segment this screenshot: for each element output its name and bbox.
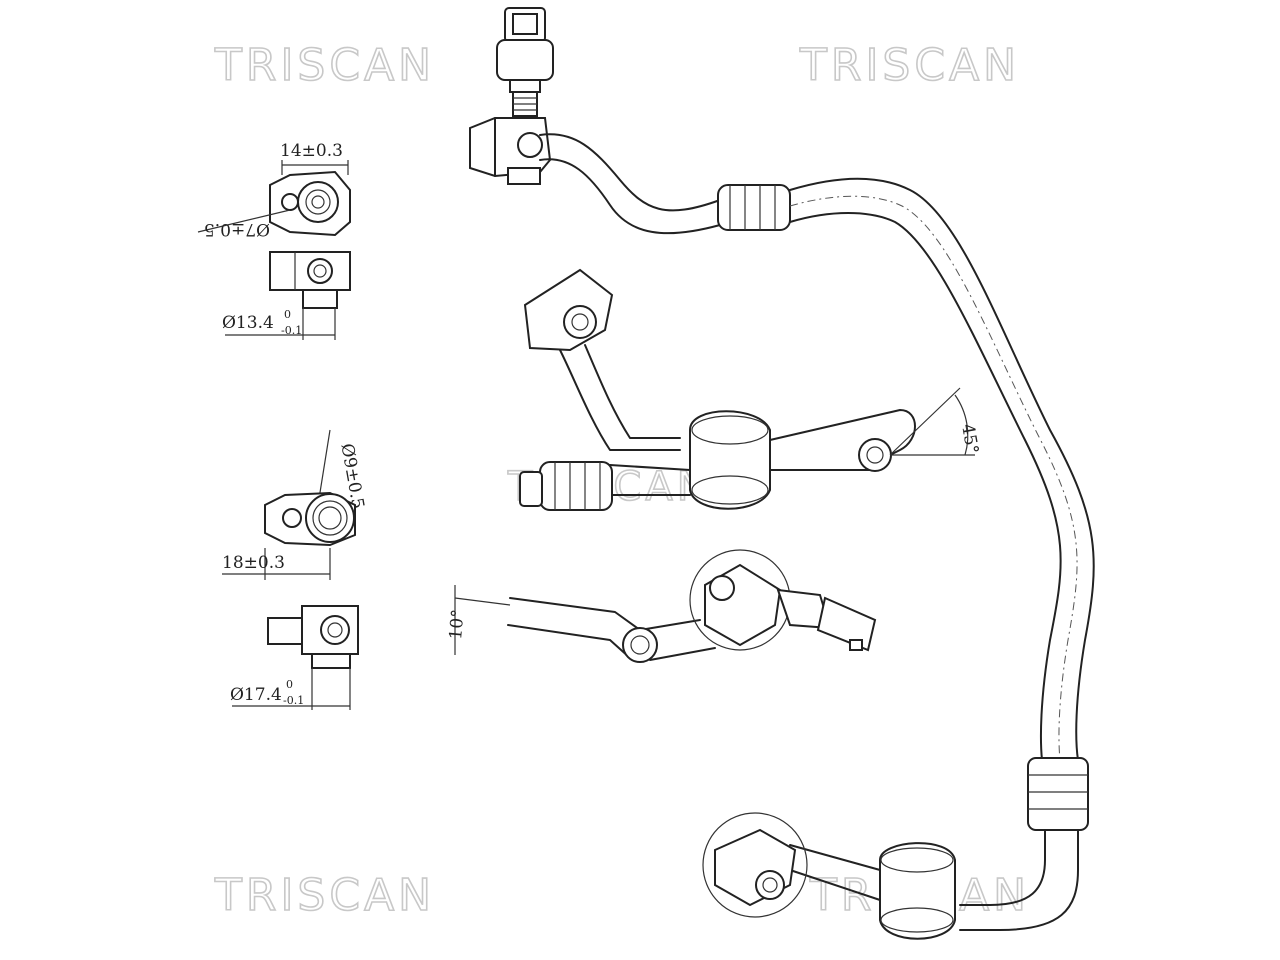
detail-fitting-2-top-view: Ø9±0.5 18±0.3 [222,429,368,580]
watermark-top-left: TRISCAN [214,40,435,91]
watermark-bottom-left: TRISCAN [214,870,435,921]
pressure-sensor-top [496,7,554,117]
detail-fitting-2-side-view: Ø17.4 0 -0.1 [230,605,359,710]
main-hose [469,7,1095,940]
angle-45-label: 45° [957,422,982,455]
dim-dia-7: Ø7±0.5 [204,219,270,239]
angle-10-label: 10° [446,609,469,641]
dim-width-14: 14±0.3 [280,141,343,161]
dim-width-18: 18±0.3 [222,553,285,573]
dim-dia-17-4: Ø17.4 [230,685,282,705]
dim-dia-13-4: Ø13.4 [222,313,274,333]
watermark-top-right: TRISCAN [799,40,1020,91]
dim-dia-13-4-lower: -0.1 [281,324,302,337]
lower-hose: 10° [446,549,877,663]
dim-dia-13-4-upper: 0 [284,308,291,321]
middle-hose: 45° [519,268,982,511]
dim-dia-17-4-upper: 0 [286,678,293,691]
detail-fitting-1-top-view: 14±0.3 Ø7±0.5 [197,141,351,239]
dim-dia-17-4-lower: -0.1 [283,694,304,707]
detail-fitting-1-side-view: Ø13.4 0 -0.1 [222,251,351,340]
